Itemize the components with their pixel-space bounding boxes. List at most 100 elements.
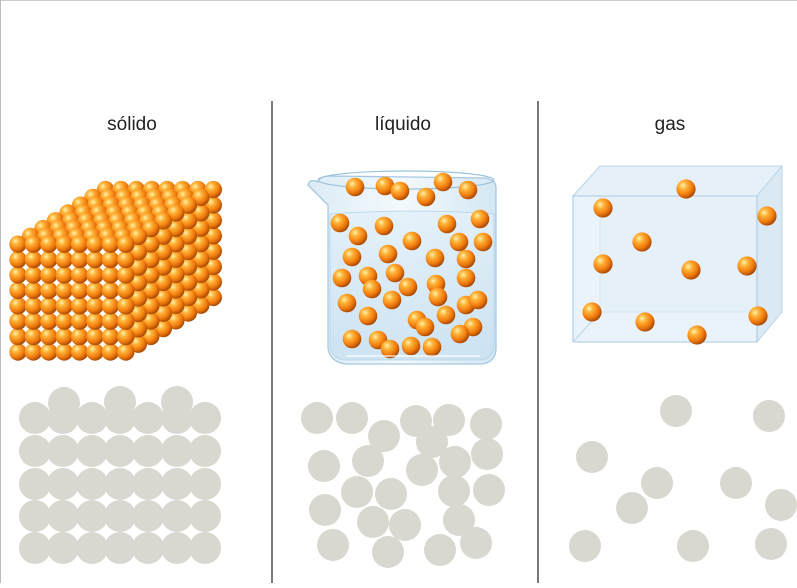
solid-sphere — [70, 281, 89, 300]
liquid-sphere — [398, 277, 418, 297]
solid-sphere — [101, 327, 120, 346]
solid-sphere — [179, 288, 197, 307]
solid-sphere — [167, 204, 185, 222]
liquid-sphere — [358, 306, 378, 326]
solid-particle-2d — [161, 500, 193, 532]
solid-sphere — [179, 196, 197, 214]
solid-particle-2d — [76, 468, 108, 500]
gas-sphere — [593, 254, 613, 274]
solid-sphere — [55, 343, 73, 361]
solid-sphere — [154, 304, 172, 322]
solid-sphere — [204, 211, 222, 230]
solid-sphere — [192, 188, 210, 207]
solid-sphere — [167, 235, 185, 253]
solid-particle-2d — [47, 500, 79, 532]
solid-particle-2d — [161, 386, 193, 418]
liquid-sphere — [337, 293, 357, 313]
gas-sphere — [687, 325, 707, 345]
solid-sphere — [154, 258, 172, 276]
solid-sphere — [55, 235, 73, 253]
solid-particle-2d — [104, 386, 136, 418]
solid-particle-2d — [104, 532, 136, 564]
solid-sphere — [40, 312, 58, 330]
solid-sphere — [117, 235, 135, 253]
solid-sphere — [9, 343, 27, 361]
liquid-sphere — [422, 337, 442, 357]
solid-sphere — [70, 312, 89, 330]
solid-sphere — [204, 288, 222, 307]
gas-sphere — [681, 260, 701, 280]
gas-sphere — [748, 306, 768, 326]
solid-particle-2d — [104, 500, 136, 532]
solid-sphere — [154, 242, 172, 261]
gas-sphere — [635, 312, 655, 332]
liquid-sphere — [456, 268, 476, 288]
solid-sphere — [179, 258, 197, 276]
solid-particle-2d — [189, 532, 221, 564]
liquid-sphere — [437, 214, 457, 234]
solid-sphere — [24, 312, 43, 330]
gas-particle-2d — [720, 467, 752, 499]
gas-box-front — [572, 195, 758, 343]
solid-sphere — [154, 273, 172, 292]
solid-particle-2d — [19, 435, 51, 467]
solid-sphere — [179, 273, 197, 291]
liquid-particle-2d — [309, 494, 341, 526]
liquid-particle-2d — [352, 445, 384, 477]
solid-sphere — [167, 250, 185, 268]
solid-sphere — [204, 242, 222, 260]
solid-particle-2d — [76, 435, 108, 467]
solid-sphere — [179, 227, 197, 245]
solid-sphere — [70, 266, 89, 284]
solid-sphere — [167, 219, 185, 238]
solid-sphere — [129, 273, 147, 292]
liquid-sphere — [390, 181, 410, 201]
solid-sphere — [204, 273, 222, 291]
solid-sphere — [40, 343, 58, 361]
solid-sphere — [86, 235, 104, 253]
solid-sphere — [117, 297, 135, 315]
solid-particle-2d — [19, 402, 51, 434]
liquid-sphere — [416, 187, 436, 207]
solid-sphere — [55, 250, 73, 269]
solid-sphere — [142, 250, 160, 269]
liquid-particle-2d — [424, 534, 456, 566]
gas-particle-2d — [641, 467, 673, 499]
solid-particle-2d — [19, 468, 51, 500]
liquid-sphere — [342, 329, 362, 349]
solid-sphere — [70, 235, 89, 253]
solid-particle-diagram — [19, 386, 221, 564]
solid-sphere — [24, 235, 43, 253]
liquid-particle-2d — [368, 420, 400, 452]
solid-sphere — [70, 297, 89, 315]
solid-sphere — [70, 250, 89, 269]
liquid-sphere — [450, 324, 470, 344]
solid-sphere — [9, 281, 27, 300]
gas-particle-2d — [576, 441, 608, 473]
liquid-particle-2d — [375, 478, 407, 510]
liquid-sphere — [436, 305, 456, 325]
solid-sphere — [117, 281, 135, 300]
solid-sphere — [101, 235, 120, 253]
solid-particle-2d — [76, 402, 108, 434]
solid-particle-2d — [76, 500, 108, 532]
liquid-sphere — [456, 249, 476, 269]
gas-sphere — [676, 179, 696, 199]
solid-sphere — [101, 343, 120, 361]
liquid-particle-2d — [301, 402, 333, 434]
solid-particle-2d — [189, 500, 221, 532]
liquid-sphere — [458, 180, 478, 200]
solid-sphere — [40, 266, 58, 284]
gas-particle-2d — [677, 530, 709, 562]
solid-sphere — [129, 227, 147, 246]
solid-sphere — [192, 204, 210, 222]
solid-sphere — [86, 266, 104, 284]
solid-sphere — [154, 227, 172, 245]
solid-sphere — [179, 242, 197, 261]
liquid-particle-2d — [471, 438, 503, 470]
solid-sphere — [129, 335, 147, 353]
gas-box-illustration — [571, 164, 784, 345]
solid-sphere — [86, 312, 104, 330]
gas-sphere — [757, 206, 777, 226]
solid-particle-2d — [132, 435, 164, 467]
